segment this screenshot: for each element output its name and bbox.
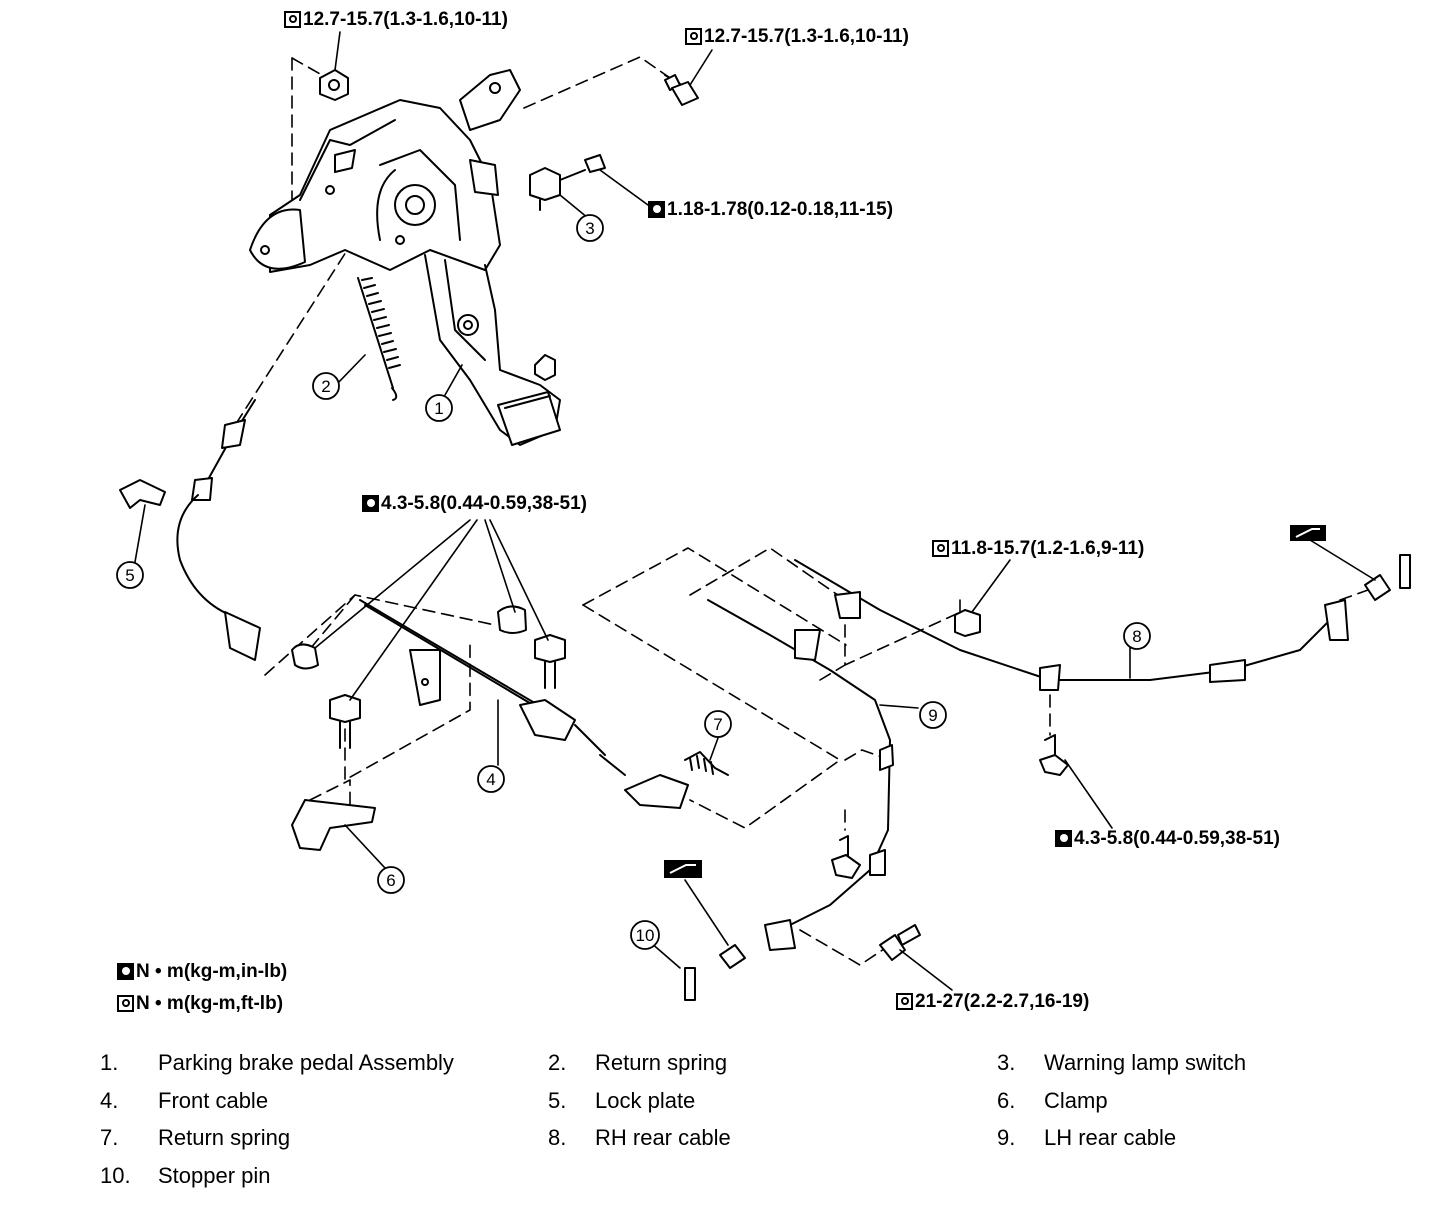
callout-2: 2 [321,377,330,396]
grease-symbol-rh [1290,525,1326,541]
callout-4: 4 [486,770,495,789]
front-cable [359,599,626,776]
front-cable-nut-left [291,643,319,670]
front-cable-nut-right [497,605,527,634]
clamp [291,799,376,851]
parking-brake-pedal-assembly [249,69,561,446]
callout-6: 6 [386,871,395,890]
return-spring-2 [357,277,401,401]
rh-rear-cable [794,559,1349,691]
leader-lines [134,31,1376,991]
callout-5: 5 [125,566,134,585]
callout-circle-7 [704,710,732,738]
callout-circle-1 [425,394,453,422]
stopper-pin [684,967,696,1001]
return-spring-7 [684,751,729,776]
front-cable-upper [176,399,261,661]
rear-brake-lever-lh [719,944,746,969]
unit-key-ft-lb: N • m(kg-m,ft-lb) [117,994,283,1013]
callout-1: 1 [434,399,443,418]
torque-spec-front-cable: 4.3-5.8(0.44-0.59,38-51) [362,494,587,513]
callout-circle-3 [576,214,604,242]
torque-spec-rear-cable-bolt: 4.3-5.8(0.44-0.59,38-51) [1055,829,1280,848]
torque-in-lb-icon [1055,830,1072,847]
torque-spec-rear-mount: 21-27(2.2-2.7,16-19) [896,992,1089,1011]
callout-circle-10 [630,920,660,950]
stopper-pin-rh [1399,554,1411,589]
rh-rear-cable-bolt [1039,734,1069,776]
rear-cable-nut [954,609,981,637]
callout-circle-5 [116,561,144,589]
torque-spec-switch: 1.18-1.78(0.12-0.18,11-15) [648,200,893,219]
unit-key-in-lb: N • m(kg-m,in-lb) [117,962,287,981]
callout-circle-8 [1123,622,1151,650]
callout-circle-4 [477,765,505,793]
lock-plate [119,479,166,509]
lh-rear-cable [707,599,894,951]
torque-ft-lb-icon [896,993,913,1010]
torque-spec-rear-cable-nut: 11.8-15.7(1.2-1.6,9-11) [932,539,1144,558]
callout-9: 9 [928,706,937,725]
callout-3: 3 [585,219,594,238]
torque-ft-lb-icon [932,540,949,557]
parts-legend: 1.Parking brake pedal Assembly 2.Return … [100,1050,1247,1188]
front-cable-bolt-a [329,694,361,749]
rear-brake-lever-rh [1364,574,1391,601]
rear-mount-bolt [879,924,921,961]
callout-circle-9 [919,701,947,729]
torque-ft-lb-icon [117,995,134,1012]
torque-spec-pedal-bolt: 12.7-15.7(1.3-1.6,10-11) [685,27,909,46]
pedal-mount-bolt [664,74,699,106]
callout-circle-2 [312,372,340,400]
pedal-mount-nut [319,69,349,101]
cable-equalizer [624,774,689,809]
parking-brake-exploded-diagram: 2 1 3 4 5 6 7 8 9 10 [116,31,1411,1001]
torque-ft-lb-icon [284,11,301,28]
torque-in-lb-icon [117,963,134,980]
torque-ft-lb-icon [685,28,702,45]
pedal-nut [534,354,556,381]
callout-8: 8 [1132,627,1141,646]
callout-circle-6 [377,866,405,894]
torque-in-lb-icon [648,201,665,218]
lh-rear-cable-bolt [831,835,861,879]
grease-symbol-lh [664,860,702,878]
torque-spec-pedal-nut: 12.7-15.7(1.3-1.6,10-11) [284,10,508,29]
torque-in-lb-icon [362,495,379,512]
callout-7: 7 [713,715,722,734]
front-cable-bolt-b [534,634,566,689]
callout-10: 10 [636,926,655,945]
